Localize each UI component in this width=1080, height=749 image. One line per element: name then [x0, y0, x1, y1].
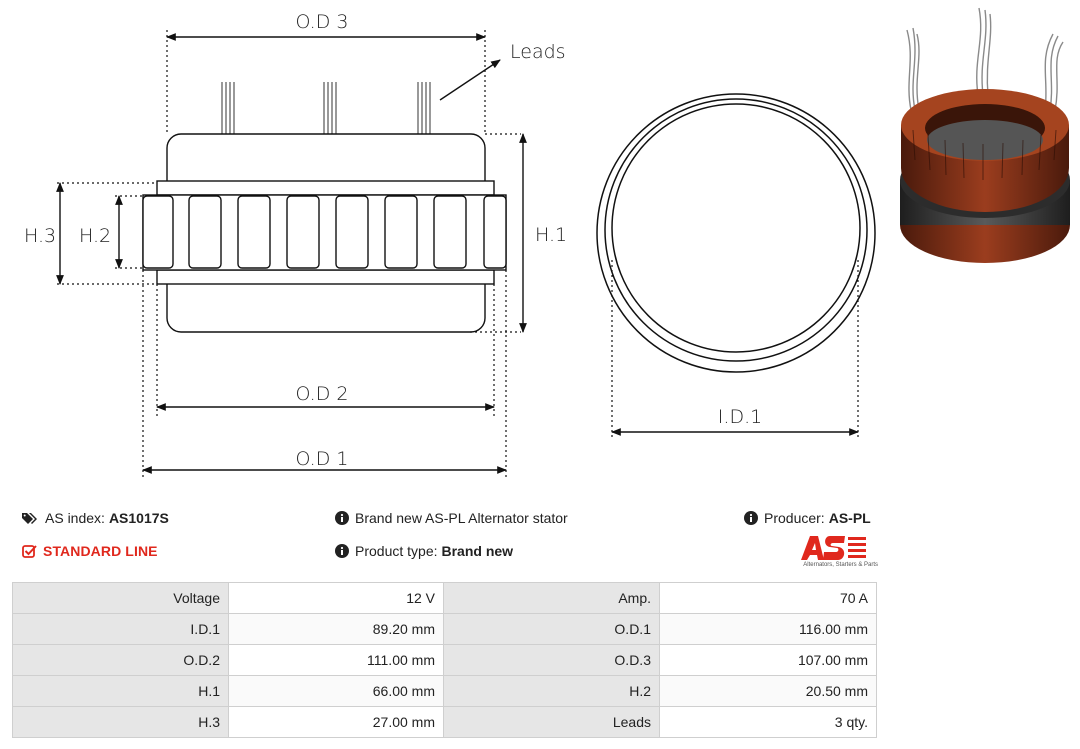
info-circle-icon	[744, 511, 758, 525]
info-circle-icon	[335, 511, 349, 525]
logo-tagline: Alternators, Starters & Parts	[803, 562, 878, 568]
producer-label: Producer:	[764, 510, 825, 526]
param-value: 116.00 mm	[659, 613, 877, 645]
tags-icon	[22, 512, 39, 525]
stator-side-view	[142, 133, 507, 333]
param-label: O.D.2	[12, 644, 229, 676]
param-value: 27.00 mm	[228, 706, 444, 738]
check-square-icon	[22, 544, 37, 558]
product-type: Product type: Brand new	[335, 543, 513, 559]
od1-label: O.D 1	[296, 448, 349, 470]
lead-wires	[221, 82, 431, 134]
param-label: Leads	[443, 706, 660, 738]
h1-label: H.1	[535, 224, 567, 246]
as-index: AS index: AS1017S	[22, 510, 169, 526]
param-value: 111.00 mm	[228, 644, 444, 676]
standard-line-text: STANDARD LINE	[43, 543, 158, 559]
producer: Producer: AS-PL	[744, 510, 871, 526]
product-type-value: Brand new	[441, 543, 514, 559]
param-value: 66.00 mm	[228, 675, 444, 707]
as-index-label: AS index:	[45, 510, 105, 526]
param-label: H.3	[12, 706, 229, 738]
as-pl-logo	[801, 536, 866, 560]
table-row: I.D.1 89.20 mm O.D.1 116.00 mm	[12, 613, 877, 645]
param-value: 3 qty.	[659, 706, 877, 738]
param-label: I.D.1	[12, 613, 229, 645]
table-row: Voltage 12 V Amp. 70 A	[12, 582, 877, 614]
table-row: O.D.2 111.00 mm O.D.3 107.00 mm	[12, 644, 877, 676]
param-value: 89.20 mm	[228, 613, 444, 645]
info-circle-icon	[335, 544, 349, 558]
stator-photo	[900, 7, 1070, 263]
param-label: H.2	[443, 675, 660, 707]
table-row: H.1 66.00 mm H.2 20.50 mm	[12, 675, 877, 707]
od2-label: O.D 2	[296, 383, 349, 405]
leads-label: Leads	[510, 41, 566, 63]
param-label: Amp.	[443, 582, 660, 614]
param-label: O.D.3	[443, 644, 660, 676]
product-type-label: Product type:	[355, 543, 438, 559]
param-value: 20.50 mm	[659, 675, 877, 707]
param-label: O.D.1	[443, 613, 660, 645]
product-description-text: Brand new AS-PL Alternator stator	[355, 510, 568, 526]
standard-line-badge: STANDARD LINE	[22, 543, 158, 559]
param-value: 12 V	[228, 582, 444, 614]
product-description: Brand new AS-PL Alternator stator	[335, 510, 568, 526]
param-label: Voltage	[12, 582, 229, 614]
param-value: 107.00 mm	[659, 644, 877, 676]
h2-label: H.2	[79, 225, 111, 247]
table-row: H.3 27.00 mm Leads 3 qty.	[12, 706, 877, 738]
id1-label: I.D.1	[718, 406, 762, 428]
producer-value: AS-PL	[828, 510, 871, 526]
stator-dimension-diagram: O.D 3 Leads H.3 H.2 H.1 O.D 2 O.D 1 I.D.…	[24, 10, 876, 478]
dimension-arrows	[56, 33, 859, 474]
extension-lines	[57, 30, 859, 478]
as-index-value: AS1017S	[108, 510, 169, 526]
param-label: H.1	[12, 675, 229, 707]
h3-label: H.3	[24, 225, 56, 247]
parameters-table: Voltage 12 V Amp. 70 A I.D.1 89.20 mm O.…	[12, 582, 877, 738]
stator-front-view	[596, 93, 876, 373]
od3-label: O.D 3	[296, 11, 349, 33]
param-value: 70 A	[659, 582, 877, 614]
